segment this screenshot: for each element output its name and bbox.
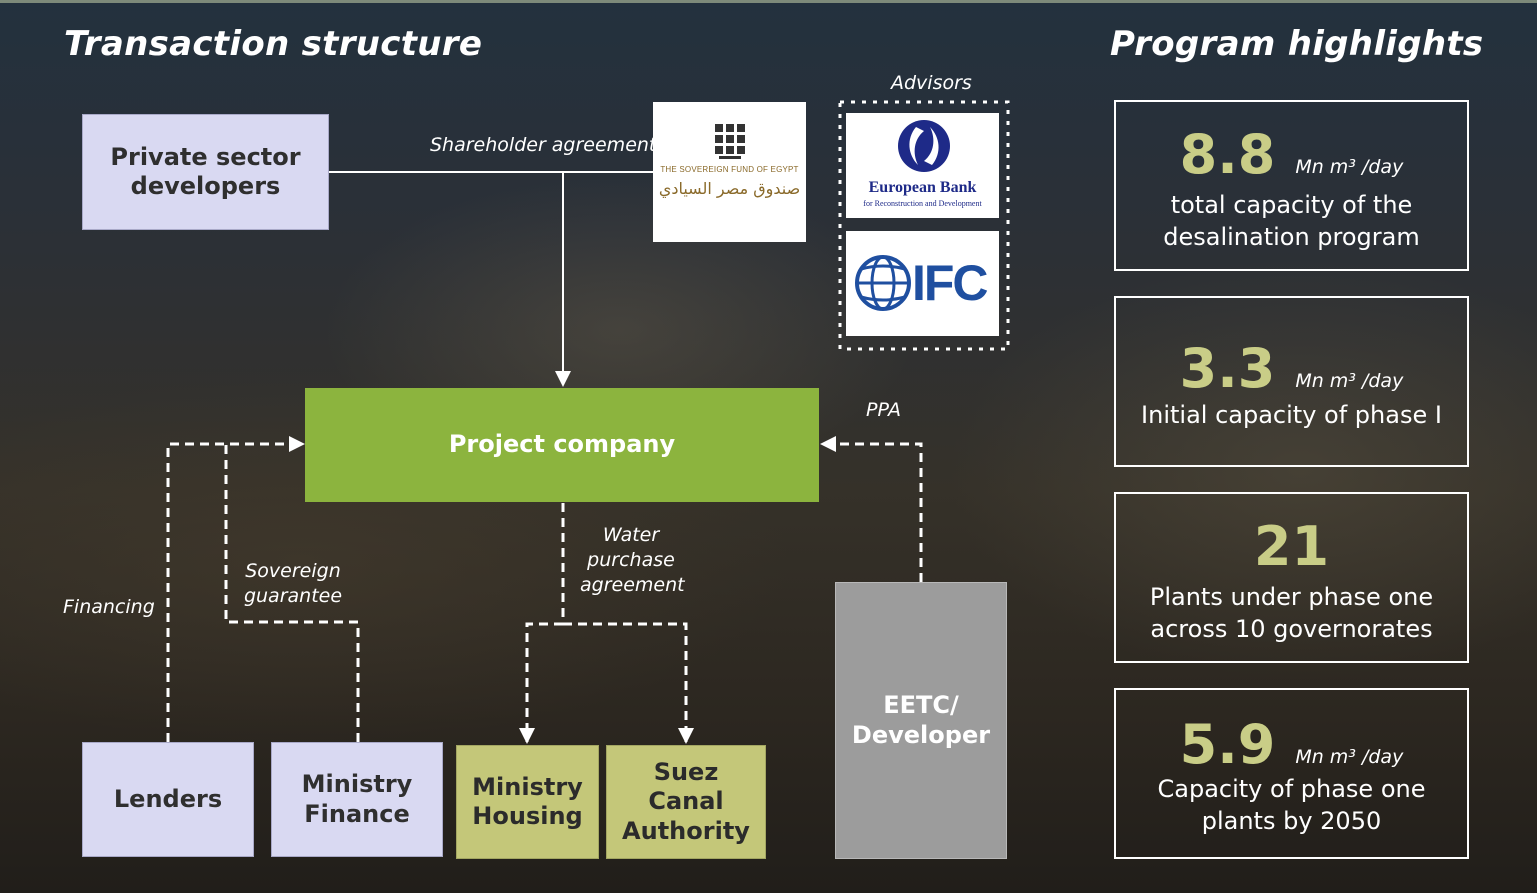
highlight-description: Capacity of phase one plants by 2050	[1157, 775, 1426, 835]
ppa-line	[820, 436, 923, 582]
ebrd-logo: European Bank for Reconstruction and Dev…	[846, 113, 999, 218]
lenders-box: Lenders	[82, 742, 254, 857]
highlight-description: total capacity of the desalination progr…	[1163, 191, 1420, 251]
financing-label: Financing	[63, 596, 155, 618]
highlight-card-initial-capacity: 3.3 Mn m³ /day Initial capacity of phase…	[1114, 296, 1469, 467]
suez-canal-label: Suez Canal Authority	[622, 758, 750, 845]
highlight-value: 5.9	[1179, 713, 1276, 776]
highlight-unit: Mn m³ /day	[1295, 746, 1404, 768]
suez-canal-authority-box: Suez Canal Authority	[606, 745, 766, 859]
highlight-card-plants: 21 Plants under phase one across 10 gove…	[1114, 492, 1469, 663]
advisors-frame	[838, 100, 1010, 351]
highlight-description: Plants under phase one across 10 governo…	[1149, 583, 1434, 643]
ministry-finance-box: Ministry Finance	[271, 742, 443, 857]
water-to-suez-line	[563, 622, 694, 744]
highlight-card-phase-one-2050: 5.9 Mn m³ /day Capacity of phase one pla…	[1114, 688, 1469, 859]
highlight-card-total-capacity: 8.8 Mn m³ /day total capacity of the des…	[1114, 100, 1469, 271]
private-sector-developers-box: Private sector developers	[82, 114, 329, 230]
eetc-label: EETC/ Developer	[851, 691, 991, 749]
highlight-value: 8.8	[1179, 123, 1276, 186]
ebrd-subtitle: for Reconstruction and Development	[863, 199, 982, 208]
advisors-label: Advisors	[891, 72, 972, 94]
ifc-logo: IFC	[846, 231, 999, 336]
highlight-value: 3.3	[1179, 337, 1276, 400]
highlight-unit: Mn m³ /day	[1295, 156, 1404, 178]
project-company-label: Project company	[448, 430, 676, 459]
ebrd-emblem-icon	[898, 120, 950, 172]
water-purchase-agreement-label: Water purchase agreement	[580, 524, 685, 597]
ministry-housing-box: Ministry Housing	[456, 745, 599, 859]
highlight-value: 21	[1253, 515, 1330, 578]
ebrd-name: European Bank	[868, 179, 977, 196]
shareholder-agreement-label: Shareholder agreement	[430, 134, 657, 156]
water-to-housing-line	[519, 622, 563, 744]
globe-icon	[855, 255, 911, 311]
lenders-label: Lenders	[113, 784, 223, 813]
ministry-finance-label: Ministry Finance	[301, 770, 413, 828]
sovereign-guarantee-line	[224, 444, 360, 742]
project-company-box: Project company	[305, 388, 819, 502]
top-accent-line	[0, 0, 1537, 3]
sovereign-fund-emblem-icon	[715, 124, 745, 159]
ministry-housing-label: Ministry Housing	[472, 772, 583, 830]
ppa-label: PPA	[866, 399, 901, 421]
sovereign-fund-logo: THE SOVEREIGN FUND OF EGYPT صندوق مصر ال…	[653, 102, 806, 242]
ifc-wordmark: IFC	[912, 255, 989, 311]
sovereign-fund-arabic: صندوق مصر السيادي	[658, 179, 801, 198]
eetc-developer-box: EETC/ Developer	[835, 582, 1007, 859]
sovereign-fund-name: THE SOVEREIGN FUND OF EGYPT	[660, 165, 799, 174]
sovereign-guarantee-label: Sovereign guarantee	[243, 560, 343, 608]
highlight-description: Initial capacity of phase I	[1141, 401, 1442, 429]
highlight-unit: Mn m³ /day	[1295, 370, 1404, 392]
transaction-structure-heading: Transaction structure	[64, 24, 483, 64]
program-highlights-heading: Program highlights	[1110, 24, 1484, 64]
private-sector-label: Private sector developers	[110, 142, 301, 200]
